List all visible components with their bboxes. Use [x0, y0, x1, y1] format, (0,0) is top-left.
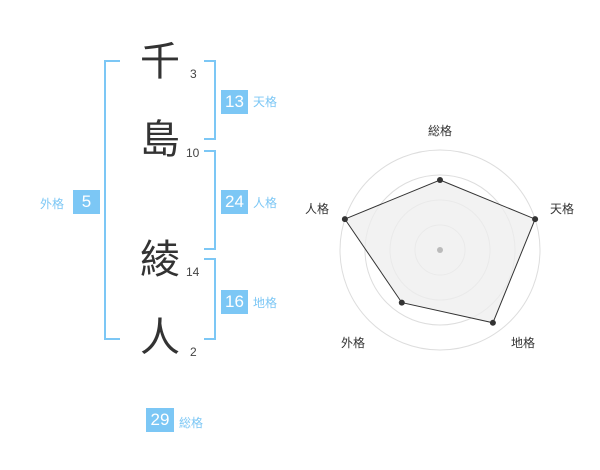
- gaikaku-label: 外格: [40, 197, 65, 211]
- radar-label-gaikaku: 外格: [341, 336, 366, 350]
- chikaku-label: 地格: [253, 296, 278, 310]
- stroke-count-2: 10: [186, 146, 200, 160]
- name-char-3: 綾: [140, 237, 180, 283]
- soukaku-label: 総格: [179, 416, 204, 430]
- radar-point-0: [437, 177, 443, 183]
- radar-point-1: [532, 216, 539, 223]
- chikaku-bracket: [204, 258, 216, 340]
- radar-label-chikaku: 地格: [511, 336, 536, 350]
- radar-center: [437, 247, 443, 253]
- radar-label-tenkaku: 天格: [550, 202, 575, 216]
- chikaku-value: 16: [221, 290, 248, 314]
- jinkaku-bracket: [204, 150, 216, 250]
- name-char-2: 島: [140, 117, 180, 163]
- radar-point-2: [489, 319, 496, 326]
- gaikaku-bracket: [104, 60, 120, 340]
- tenkaku-value: 13: [221, 90, 248, 114]
- stroke-count-1: 3: [190, 67, 197, 81]
- tenkaku-bracket: [204, 60, 216, 140]
- jinkaku-label: 人格: [253, 196, 278, 210]
- radar-label-jinkaku: 人格: [305, 202, 330, 216]
- radar-label-soukaku: 総格: [428, 124, 453, 138]
- tenkaku-label: 天格: [253, 95, 278, 109]
- radar-ring: [339, 149, 541, 351]
- name-char-1: 千: [140, 39, 180, 85]
- radar-point-3: [398, 299, 405, 306]
- jinkaku-value: 24: [221, 190, 248, 214]
- stroke-count-3: 14: [186, 265, 200, 279]
- soukaku-value: 29: [146, 408, 174, 432]
- gaikaku-value: 5: [73, 190, 100, 214]
- stroke-count-4: 2: [190, 345, 197, 359]
- name-char-4: 人: [140, 315, 180, 361]
- radar-point-4: [341, 216, 348, 223]
